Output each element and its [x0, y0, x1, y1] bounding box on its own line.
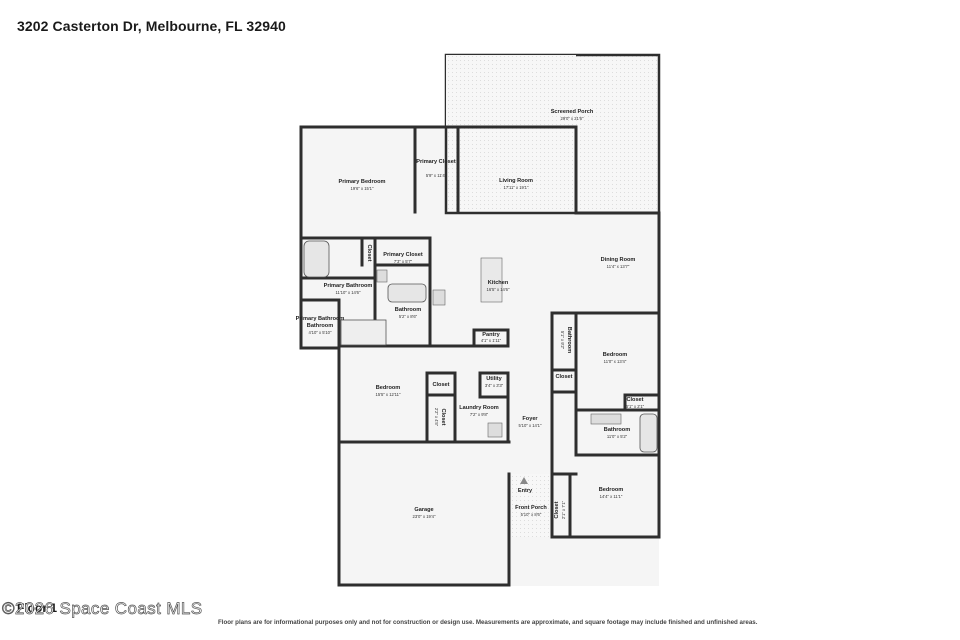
svg-text:Primary Closet: Primary Closet: [383, 252, 423, 258]
svg-text:7'2" x 9'8": 7'2" x 9'8": [470, 412, 489, 417]
room-label: Closet: [432, 382, 449, 388]
svg-text:7'3" x 5'7": 7'3" x 5'7": [394, 259, 413, 264]
svg-text:14'4" x 11'1": 14'4" x 11'1": [600, 494, 623, 499]
svg-text:2'1" x 7'1": 2'1" x 7'1": [561, 500, 566, 519]
watermark: ©2026 Space Coast MLS: [2, 599, 203, 619]
svg-text:Primary Bedroom: Primary Bedroom: [339, 179, 386, 185]
interior-walls: [299, 125, 661, 539]
svg-text:Utility: Utility: [486, 376, 502, 382]
room-label: Primary Closet 5'9" x 11'4": [416, 159, 456, 178]
svg-text:2'2" x 4'5": 2'2" x 4'5": [434, 408, 439, 427]
svg-text:Closet: Closet: [366, 244, 372, 261]
page-title: 3202 Casterton Dr, Melbourne, FL 32940: [17, 18, 286, 34]
svg-text:17'11" x 19'1": 17'11" x 19'1": [504, 185, 529, 190]
svg-text:Entry: Entry: [518, 488, 533, 494]
svg-text:5'1" x 9'2": 5'1" x 9'2": [560, 331, 565, 350]
svg-text:Bedroom: Bedroom: [376, 385, 401, 391]
svg-text:Bathroom: Bathroom: [566, 327, 572, 353]
svg-text:Bathroom: Bathroom: [395, 307, 421, 313]
svg-text:5'9" x 11'4": 5'9" x 11'4": [426, 173, 447, 178]
svg-text:5'10" x 14'1": 5'10" x 14'1": [519, 423, 542, 428]
svg-text:Screened Porch: Screened Porch: [551, 109, 594, 115]
svg-text:15'5" x 12'11": 15'5" x 12'11": [376, 392, 401, 397]
svg-text:Foyer: Foyer: [522, 416, 538, 422]
svg-text:11'0" x 5'2": 11'0" x 5'2": [607, 434, 628, 439]
svg-text:Dining Room: Dining Room: [601, 257, 636, 263]
svg-text:Bedroom: Bedroom: [603, 352, 628, 358]
room-label: Closet: [366, 244, 372, 261]
room-label: Closet: [555, 374, 572, 380]
svg-text:19'6" x 15'1": 19'6" x 15'1": [351, 186, 374, 191]
svg-text:Garage: Garage: [414, 507, 433, 513]
exterior-walls: [299, 125, 661, 587]
svg-text:Bedroom: Bedroom: [599, 487, 624, 493]
fixtures: [303, 240, 658, 484]
svg-text:Pantry: Pantry: [482, 332, 500, 338]
svg-text:4'1" x 1'11": 4'1" x 1'11": [481, 338, 502, 343]
svg-text:Front Porch: Front Porch: [515, 505, 547, 511]
svg-text:Living Room: Living Room: [499, 178, 533, 184]
svg-text:Closet: Closet: [440, 408, 446, 425]
svg-text:Bathroom: Bathroom: [604, 427, 630, 433]
svg-text:5'10" x 8'6": 5'10" x 8'6": [521, 512, 542, 517]
disclaimer: Floor plans are for informational purpos…: [218, 619, 758, 626]
svg-text:Bathroom: Bathroom: [307, 323, 333, 329]
svg-text:Primary Closet: Primary Closet: [416, 159, 456, 165]
svg-text:11'0" x 13'4": 11'0" x 13'4": [604, 359, 627, 364]
svg-text:3'4" x 3'3": 3'4" x 3'3": [485, 383, 504, 388]
svg-text:Closet: Closet: [626, 397, 643, 403]
svg-text:Primary Bathroom: Primary Bathroom: [324, 283, 373, 289]
screened-porch-area: [444, 53, 661, 215]
svg-text:Primary Bathroom: Primary Bathroom: [296, 316, 345, 322]
svg-text:11'4" x 13'7": 11'4" x 13'7": [607, 264, 630, 269]
svg-text:Closet: Closet: [555, 374, 572, 380]
svg-text:Closet: Closet: [432, 382, 449, 388]
svg-text:Closet: Closet: [554, 501, 560, 518]
floor-label: Floor 1: [17, 601, 58, 615]
room-label: Entry: [518, 488, 533, 494]
svg-text:Kitchen: Kitchen: [488, 280, 509, 286]
svg-text:11'10" x 14'6": 11'10" x 14'6": [336, 290, 361, 295]
svg-text:4'10" x 5'10": 4'10" x 5'10": [309, 330, 332, 335]
svg-text:Laundry Room: Laundry Room: [459, 405, 498, 411]
svg-text:5'2" x 8'6": 5'2" x 8'6": [399, 314, 418, 319]
svg-text:23'0" x 19'4": 23'0" x 19'4": [413, 514, 436, 519]
svg-text:16'5" x 14'6": 16'5" x 14'6": [487, 287, 510, 292]
svg-text:29'0" x 21'6": 29'0" x 21'6": [561, 116, 584, 121]
svg-text:6'1" x 2'1": 6'1" x 2'1": [626, 404, 645, 409]
